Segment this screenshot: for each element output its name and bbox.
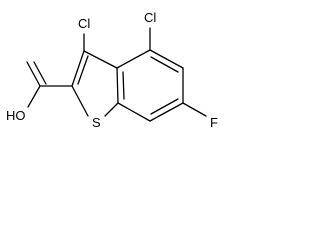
hydroxyl-label: HO [6, 108, 26, 123]
structure-diagram: Cl Cl F HO S [6, 10, 218, 130]
bond-c4-c5-double [150, 56, 179, 73]
chlorine-label-4: Cl [144, 10, 156, 25]
bond-c6-c7 [149, 102, 184, 122]
fluorine-label: F [210, 115, 218, 130]
bond-c2-c3 [71, 50, 85, 87]
bond-c3a-c4 [116, 49, 151, 69]
bond-carbonyl-o-double [33, 61, 47, 85]
bond-c2-c3-double [77, 55, 89, 85]
bond-carboxyl-oh [27, 85, 41, 108]
bond-c6-f [182, 102, 207, 117]
bond-c3-c3a [83, 50, 118, 69]
bond-c7a-c3a [116, 67, 119, 104]
bond-c7a-c3a-double [122, 71, 125, 100]
bond-s-c2 [71, 85, 89, 117]
chlorine-label-3: Cl [78, 16, 90, 31]
bond-c6-c7-double [150, 98, 179, 115]
bond-c7-c7a [117, 102, 151, 122]
bond-carbonyl-o [26, 61, 41, 87]
bond-c4-c5 [149, 49, 184, 69]
molecule-canvas: Cl Cl F HO S [0, 0, 250, 136]
bond-c7a-s [104, 102, 119, 117]
sulfur-label: S [92, 115, 101, 130]
